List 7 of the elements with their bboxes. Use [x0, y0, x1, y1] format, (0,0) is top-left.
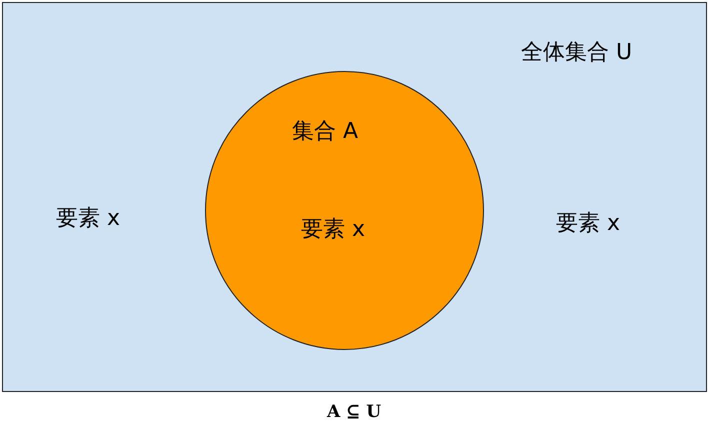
element-label: 要素 x	[56, 205, 120, 233]
element-label: 要素 x	[301, 216, 366, 244]
set-label: 全体集合 U	[521, 39, 632, 67]
set-label: 集合 A	[292, 118, 358, 146]
universe-rectangle	[2, 2, 707, 392]
element-label: 要素 x	[556, 210, 620, 238]
caption: A ⊆ U	[326, 402, 382, 422]
